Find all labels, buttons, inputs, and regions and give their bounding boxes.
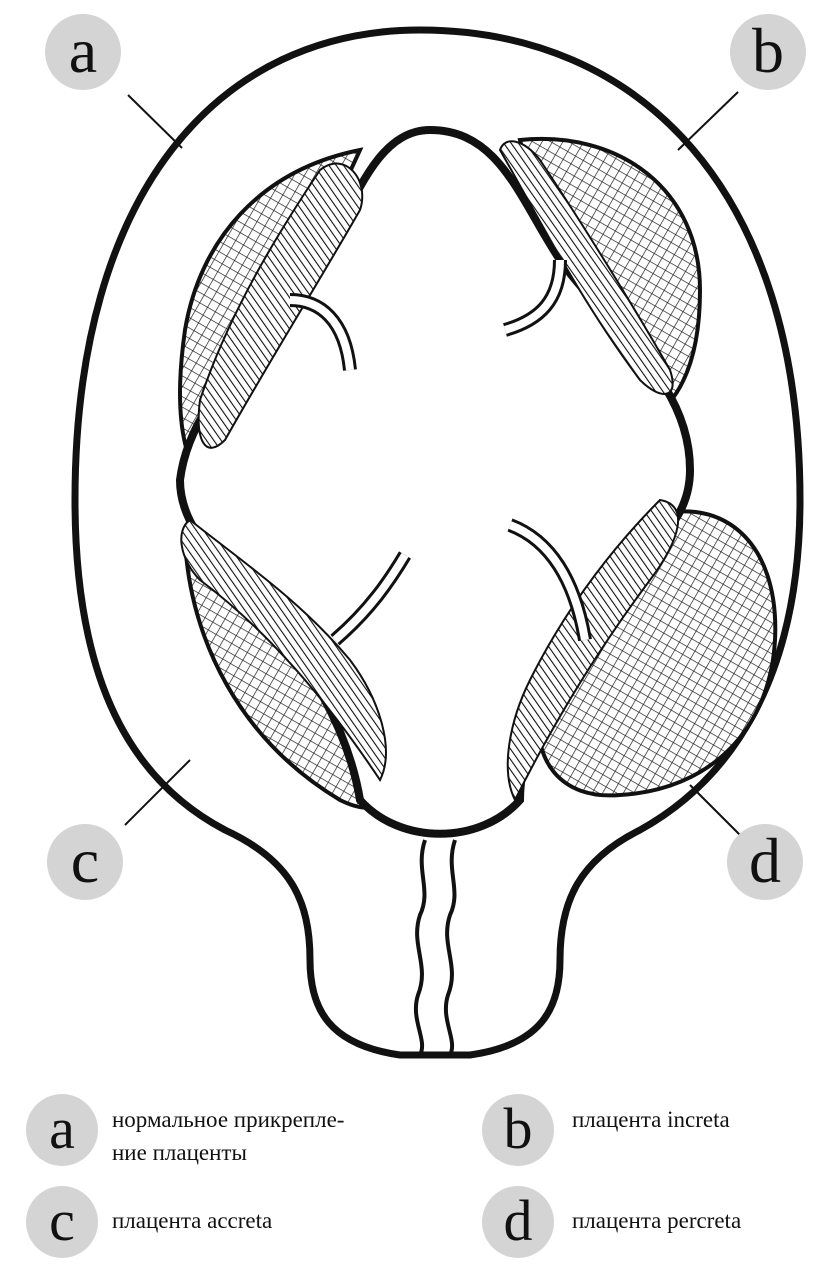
badge-b-letter: b xyxy=(752,15,784,86)
badge-b: b xyxy=(730,14,806,90)
badge-d: d xyxy=(727,824,803,900)
legend-b-text: плацента increta xyxy=(572,1107,730,1132)
legend-b-letter: b xyxy=(504,1096,533,1161)
legend-item-a: a нормальное прикрепле- ние плаценты xyxy=(26,1094,344,1166)
legend-d-text: плацента percreta xyxy=(572,1208,741,1233)
legend-item-d: d плацента percreta xyxy=(482,1186,741,1258)
legend-item-b: b плацента increta xyxy=(482,1094,730,1166)
leader-line-b xyxy=(678,92,738,150)
legend-item-c: c плацента accreta xyxy=(26,1186,272,1258)
badge-c-letter: c xyxy=(71,825,99,896)
badge-d-letter: d xyxy=(749,825,781,896)
badge-a: a xyxy=(45,14,121,90)
leader-line-d xyxy=(690,785,740,835)
legend: a нормальное прикрепле- ние плаценты b п… xyxy=(26,1094,741,1258)
legend-c-text: плацента accreta xyxy=(112,1208,272,1233)
legend-d-letter: d xyxy=(504,1188,533,1253)
badge-a-letter: a xyxy=(69,15,97,86)
legend-a-line1: нормальное прикрепле- xyxy=(112,1107,344,1132)
badge-c: c xyxy=(47,824,123,900)
legend-a-letter: a xyxy=(49,1096,75,1161)
legend-c-letter: c xyxy=(49,1188,75,1253)
legend-a-line2: ние плаценты xyxy=(112,1140,247,1165)
leader-line-a xyxy=(128,95,182,148)
